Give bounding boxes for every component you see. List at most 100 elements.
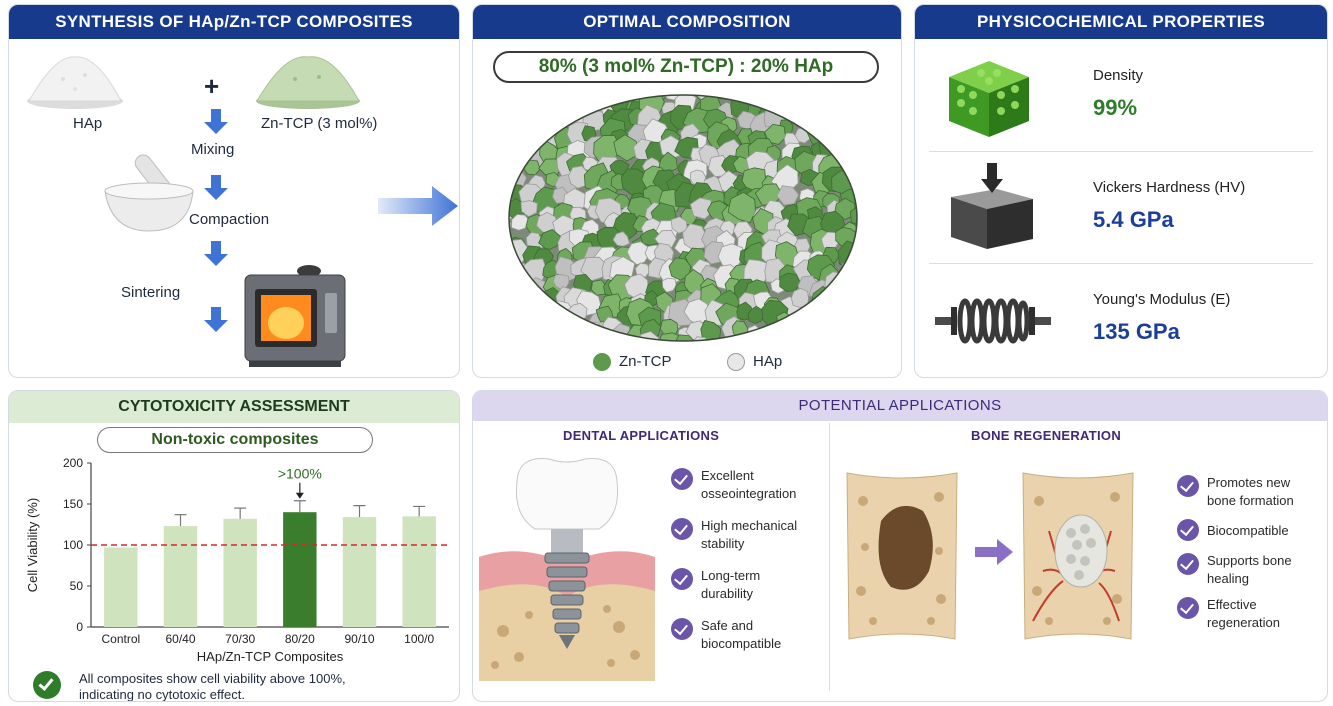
ratio-badge: 80% (3 mol% Zn-TCP) : 20% HAp <box>493 51 879 83</box>
zntcp-grain <box>509 293 529 313</box>
zntcp-grain <box>795 95 811 101</box>
properties-panel: PHYSICOCHEMICAL PROPERTIES Density 99% V… <box>914 4 1328 378</box>
property-value: 135 GPa <box>1093 319 1180 344</box>
x-tick-label: 90/10 <box>344 632 374 646</box>
optimal-title: OPTIMAL COMPOSITION <box>473 5 901 39</box>
hap-grain <box>836 95 857 102</box>
hap-grain <box>509 336 518 341</box>
applications-panel: POTENTIAL APPLICATIONS DENTAL APPLICATIO… <box>472 390 1328 702</box>
zntcp-grain <box>516 332 544 341</box>
zntcp-grain <box>509 145 519 170</box>
hap-grain <box>509 138 526 159</box>
zntcp-grain <box>779 272 801 292</box>
hap-powder-icon <box>27 56 123 109</box>
bone-bullet: Biocompatible <box>1207 523 1289 538</box>
property-modulus: Young's Modulus (E) 135 GPa <box>927 265 1315 377</box>
hap-grain <box>539 323 568 341</box>
divider <box>929 263 1313 264</box>
legend-hap-swatch <box>727 353 745 371</box>
nontoxic-badge: Non-toxic composites <box>97 427 373 453</box>
hap-grain <box>510 330 531 341</box>
hap-grain <box>824 271 847 294</box>
hap-grain <box>853 289 857 310</box>
down-arrow-icon <box>204 175 228 200</box>
hap-grain <box>514 123 532 143</box>
zntcp-grain <box>841 122 857 141</box>
bone-title: BONE REGENERATION <box>971 428 1122 443</box>
ratio-text: 80% (3 mol% Zn-TCP) : 20% HAp <box>538 56 834 77</box>
hap-grain <box>549 95 572 117</box>
optimal-panel: OPTIMAL COMPOSITION 80% (3 mol% Zn-TCP) … <box>472 4 902 378</box>
hap-grain <box>821 320 849 341</box>
zntcp-grain <box>777 95 795 102</box>
zntcp-grain <box>855 95 857 98</box>
y-tick-label: 150 <box>63 497 83 511</box>
hap-grain <box>840 260 856 278</box>
check-icon <box>671 518 693 540</box>
hap-grain <box>858 280 861 299</box>
zntcp-grain <box>764 123 787 145</box>
zntcp-grain <box>509 325 515 341</box>
zntcp-grain <box>836 321 857 341</box>
hap-grain <box>811 343 829 344</box>
zntcp-grain <box>826 95 846 113</box>
down-arrow-icon <box>204 241 228 266</box>
hap-grain <box>827 95 850 103</box>
x-tick-label: 60/40 <box>165 632 195 646</box>
zntcp-grain <box>818 290 842 311</box>
zntcp-grain <box>509 120 520 145</box>
zntcp-grain <box>586 338 610 341</box>
zntcp-powder-icon <box>256 56 360 109</box>
hap-grain <box>765 95 784 96</box>
y-axis-label: Cell Viability (%) <box>25 498 40 592</box>
hap-grain <box>586 321 601 338</box>
zntcp-grain <box>780 318 800 340</box>
hap-grain <box>539 95 564 107</box>
applications-title: POTENTIAL APPLICATIONS <box>473 391 1327 421</box>
zntcp-grain <box>833 340 857 341</box>
zntcp-grain <box>509 306 534 332</box>
annotation-arrowhead <box>295 492 304 499</box>
zntcp-grain <box>528 311 551 333</box>
hap-grain <box>850 174 857 191</box>
hap-grain <box>634 262 651 278</box>
check-icon <box>1177 597 1199 619</box>
zntcp-grain <box>527 296 547 315</box>
zntcp-grain <box>613 134 640 162</box>
zntcp-grain <box>509 111 530 138</box>
hap-grain <box>566 95 587 99</box>
zntcp-grain <box>509 308 518 327</box>
x-tick-label: 70/30 <box>225 632 255 646</box>
cytotoxicity-note-2: indicating no cytotoxic effect. <box>79 687 245 702</box>
hap-grain <box>805 307 832 334</box>
spring-icon <box>935 298 1051 344</box>
check-icon <box>1177 475 1199 497</box>
property-label: Young's Modulus (E) <box>1093 291 1231 308</box>
property-value: 99% <box>1093 95 1138 120</box>
hap-grain <box>682 223 707 251</box>
properties-title: PHYSICOCHEMICAL PROPERTIES <box>915 5 1327 39</box>
composite-microstructure <box>508 94 861 344</box>
hap-grain <box>829 299 857 329</box>
hap-grain <box>509 288 517 310</box>
hap-grain <box>510 95 530 113</box>
hap-grain <box>780 334 802 341</box>
hap-grain <box>525 95 545 106</box>
hap-grain <box>790 287 809 308</box>
zntcp-grain <box>509 104 522 134</box>
zntcp-grain <box>795 311 818 334</box>
zntcp-grain <box>673 334 696 341</box>
hap-grain <box>580 256 609 282</box>
x-tick-label: Control <box>101 632 140 646</box>
y-tick-label: 200 <box>63 456 83 470</box>
divider <box>829 423 830 691</box>
x-tick-label: 80/20 <box>285 632 315 646</box>
zntcp-grain <box>509 245 513 273</box>
arrow-right-icon <box>975 539 1013 565</box>
zntcp-grain <box>657 332 684 341</box>
nontoxic-text: Non-toxic composites <box>151 431 319 448</box>
